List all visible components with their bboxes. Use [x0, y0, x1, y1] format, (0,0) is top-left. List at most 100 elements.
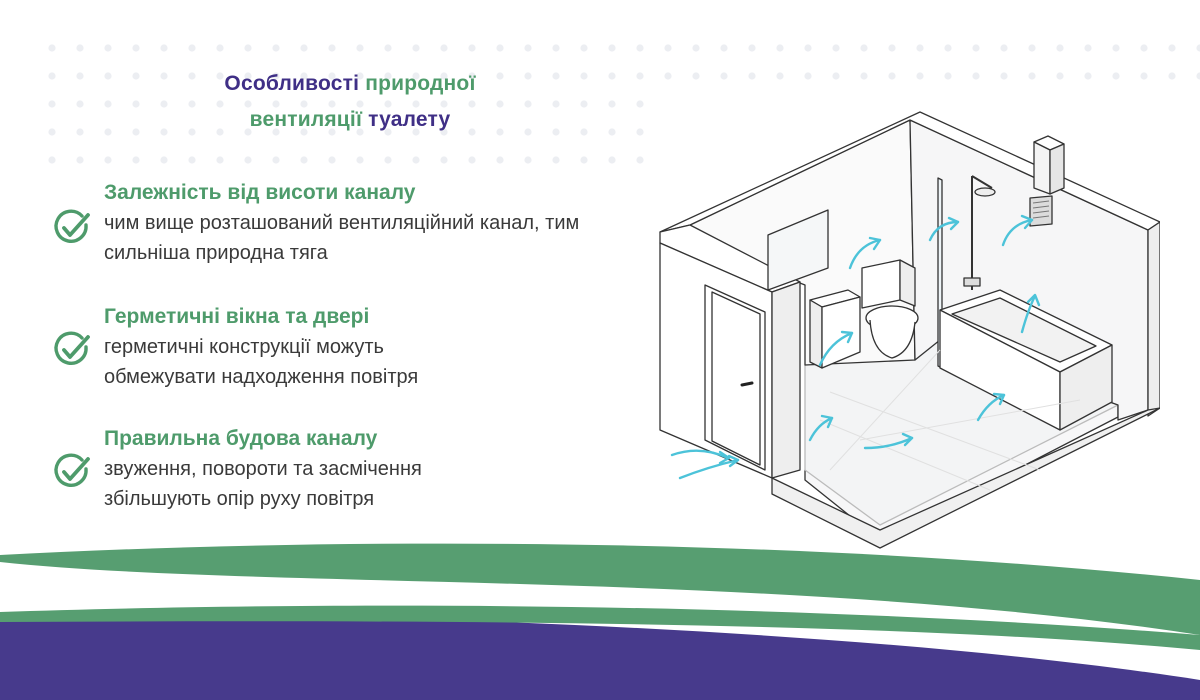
- decor-dot: [636, 44, 644, 52]
- decor-dot: [1196, 44, 1200, 52]
- decor-dot: [496, 128, 504, 136]
- decor-dot: [1140, 44, 1148, 52]
- decor-dot: [972, 44, 980, 52]
- decor-dot: [48, 156, 56, 164]
- decor-dot: [160, 128, 168, 136]
- decor-dot: [216, 100, 224, 108]
- decor-dot: [636, 100, 644, 108]
- decor-dot: [860, 72, 868, 80]
- decor-dot: [412, 128, 420, 136]
- decor-dot: [1028, 44, 1036, 52]
- decor-dot: [76, 44, 84, 52]
- decor-dot: [664, 44, 672, 52]
- decor-dot: [132, 128, 140, 136]
- decor-dot: [384, 100, 392, 108]
- decor-dot: [1112, 72, 1120, 80]
- decor-dot: [300, 44, 308, 52]
- decor-dot: [636, 128, 644, 136]
- decor-dot: [692, 44, 700, 52]
- page-title: Особливості природної вентиляції туалету: [150, 66, 550, 138]
- decor-dot: [244, 44, 252, 52]
- decor-dot: [1028, 72, 1036, 80]
- decor-dot: [160, 44, 168, 52]
- decor-dot: [748, 72, 756, 80]
- decor-dot: [244, 100, 252, 108]
- airflow-arrow-icon: [1020, 293, 1041, 334]
- decor-dot: [776, 72, 784, 80]
- decor-dot: [552, 44, 560, 52]
- decor-dot: [104, 72, 112, 80]
- feature-description: чим вище розташований вентиляційний кана…: [104, 212, 580, 264]
- decor-dot: [356, 44, 364, 52]
- decor-dot: [244, 72, 252, 80]
- decor-dot: [328, 44, 336, 52]
- check-circle-icon: [54, 331, 90, 365]
- decor-dot: [748, 44, 756, 52]
- decor-dot: [720, 44, 728, 52]
- decor-dot: [496, 100, 504, 108]
- decor-dot: [384, 128, 392, 136]
- decor-dot: [132, 44, 140, 52]
- decor-dot: [188, 128, 196, 136]
- decor-dot: [664, 72, 672, 80]
- decor-dot: [1168, 44, 1176, 52]
- feature-heading: Залежність від висоти каналу: [104, 181, 416, 204]
- decor-dot: [160, 72, 168, 80]
- bathroom-ventilation-illustration: [659, 111, 1160, 549]
- decor-dot: [48, 72, 56, 80]
- decor-dot: [216, 44, 224, 52]
- decor-dot: [216, 156, 224, 164]
- decor-dot: [804, 72, 812, 80]
- mirror: [767, 209, 829, 291]
- decor-dot: [524, 128, 532, 136]
- decor-dot: [412, 156, 420, 164]
- decor-dot: [524, 44, 532, 52]
- door: [704, 284, 766, 471]
- airflow-arrow-icon: [808, 414, 834, 442]
- decor-dot: [48, 44, 56, 52]
- decor-dot: [272, 128, 280, 136]
- decor-dot: [888, 72, 896, 80]
- decor-dot: [132, 156, 140, 164]
- decor-dot: [104, 128, 112, 136]
- title-word-3: вентиляції: [249, 108, 363, 131]
- decor-dot: [244, 128, 252, 136]
- decor-dot: [356, 128, 364, 136]
- airflow-arrow-icon: [863, 432, 914, 450]
- decor-dot: [524, 156, 532, 164]
- decor-dot: [356, 156, 364, 164]
- decor-dot: [76, 156, 84, 164]
- feature-description: герметичні конструкції можуть обмежувати…: [104, 336, 419, 388]
- airflow-arrow-icon: [928, 216, 960, 242]
- decor-dot: [48, 100, 56, 108]
- decor-dot: [636, 72, 644, 80]
- decor-dot: [580, 72, 588, 80]
- decor-dot: [608, 100, 616, 108]
- decor-dot: [1168, 72, 1176, 80]
- decor-dot: [776, 44, 784, 52]
- decor-dot: [216, 72, 224, 80]
- decor-dot: [328, 156, 336, 164]
- decor-dot: [524, 72, 532, 80]
- purple-wave: [0, 612, 1200, 700]
- decor-dot: [468, 128, 476, 136]
- decor-dot: [132, 100, 140, 108]
- bottom-wave-decoration: [0, 543, 1200, 700]
- decor-dot: [300, 128, 308, 136]
- decor-dot: [468, 44, 476, 52]
- decor-dot: [552, 72, 560, 80]
- decor-dot: [916, 72, 924, 80]
- title-word-1: Особливості: [224, 72, 360, 95]
- decor-dot: [300, 72, 308, 80]
- decor-dot: [468, 72, 476, 80]
- decor-dot: [636, 156, 644, 164]
- decor-dot: [300, 100, 308, 108]
- feature-heading: Герметичні вікна та двері: [104, 305, 370, 328]
- airflow-arrow-icon: [976, 392, 1006, 422]
- decor-dot: [188, 44, 196, 52]
- decor-dot: [608, 72, 616, 80]
- decor-dot: [384, 72, 392, 80]
- decor-dot: [804, 44, 812, 52]
- airflow-arrow-icon: [1001, 214, 1034, 247]
- title-word-4: туалету: [368, 108, 451, 131]
